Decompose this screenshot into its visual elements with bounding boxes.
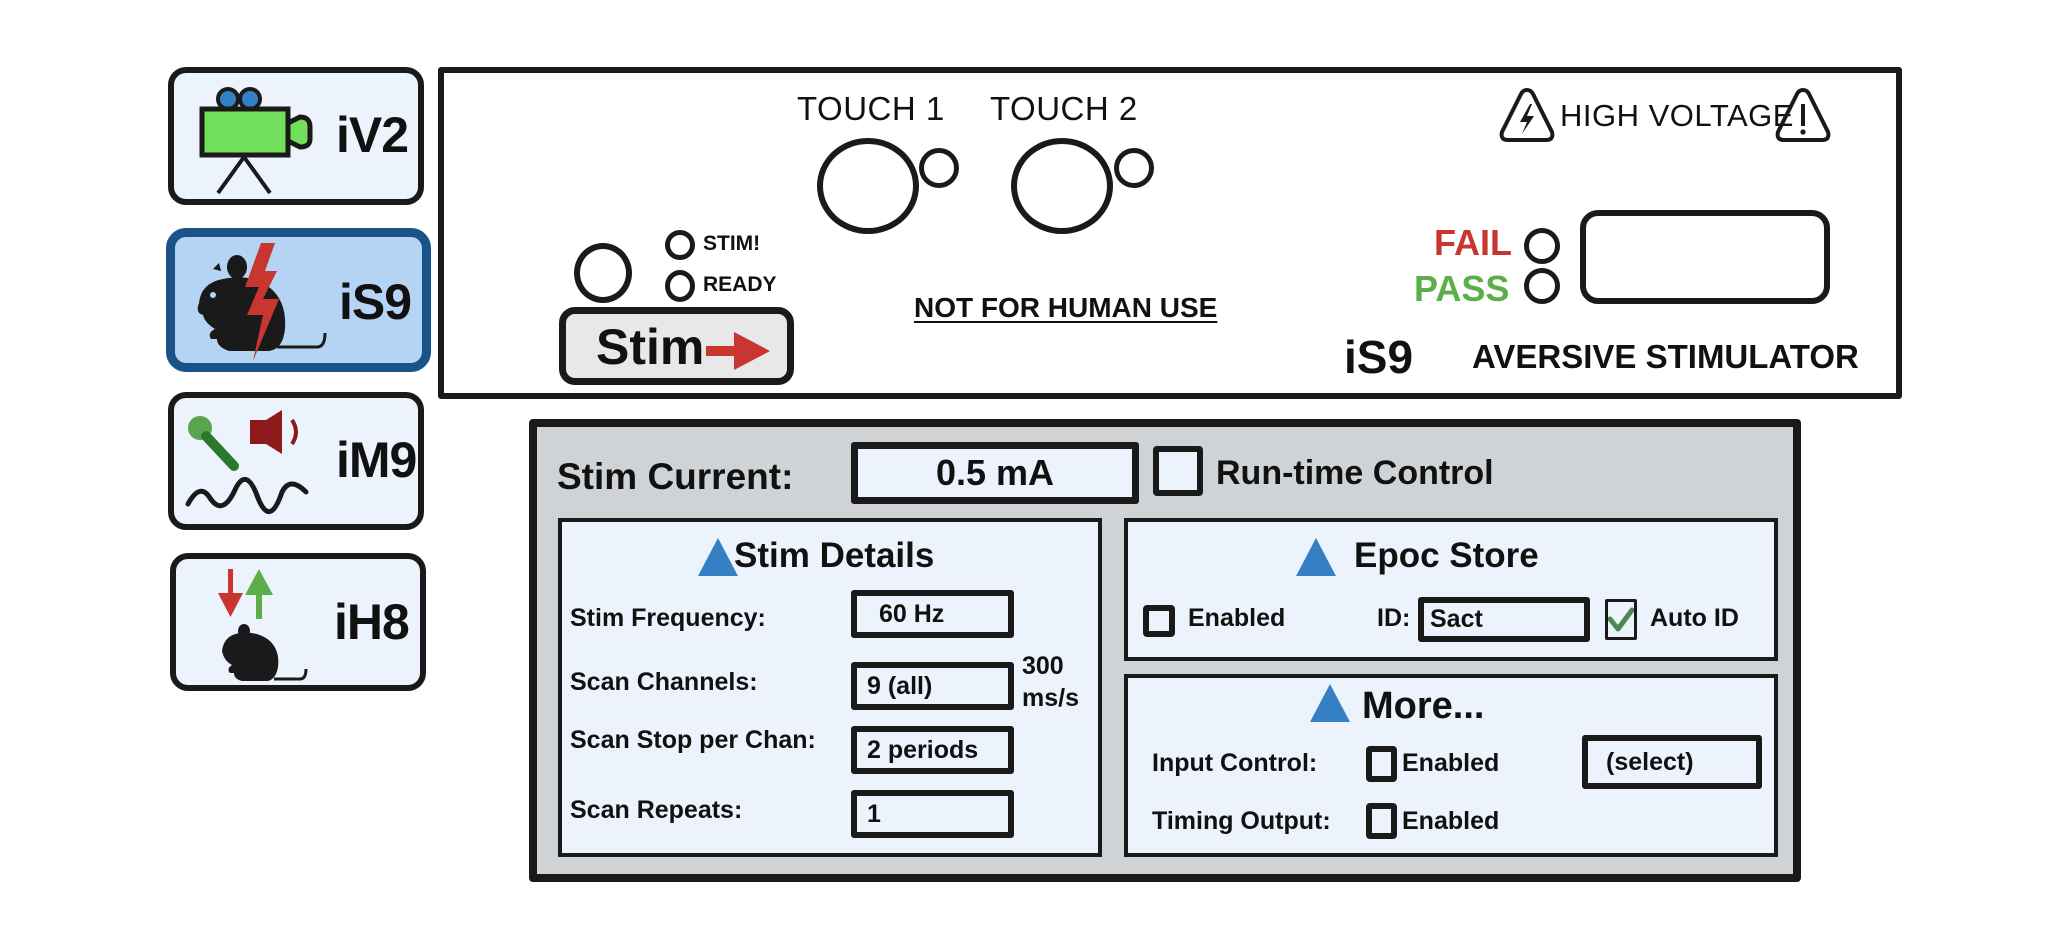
device-button-is9[interactable]: iS9 [166,228,431,372]
epoc-id-input[interactable]: Sact [1418,597,1590,642]
scan-repeats-label: Scan Repeats: [570,796,743,824]
timing-output-checkbox[interactable] [1366,803,1397,839]
timing-output-label: Timing Output: [1152,807,1331,835]
auto-id-checkbox[interactable] [1605,599,1637,640]
stim-button-label: Stim [596,319,705,375]
touch2-port [1011,138,1113,234]
scan-rate-unit: ms/s [1022,684,1079,712]
stim-led-label: STIM! [703,232,761,255]
ready-led-label: READY [703,273,777,296]
stim-details-title: Stim Details [734,536,935,575]
input-control-select[interactable]: (select) [1582,735,1762,789]
input-control-label: Input Control: [1152,749,1318,777]
collapse-triangle-icon[interactable] [1296,538,1336,576]
epoc-enabled-label: Enabled [1188,604,1286,632]
device-label: iS9 [339,274,412,330]
touch2-led [1114,148,1154,188]
high-voltage-label: HIGH VOLTAGE [1560,98,1794,133]
fail-label: FAIL [1434,222,1512,263]
scan-channels-input[interactable]: 9 (all) [851,662,1014,710]
touch1-led [919,148,959,188]
scan-channels-label: Scan Channels: [570,668,758,696]
runtime-control-checkbox[interactable] [1153,446,1203,496]
collapse-triangle-icon[interactable] [1310,684,1350,722]
stim-led [665,230,695,260]
touch1-label: TOUCH 1 [797,90,945,127]
epoc-store-title: Epoc Store [1354,536,1539,575]
device-button-im9[interactable]: iM9 [168,392,424,530]
epoc-id-label: ID: [1377,604,1411,632]
stim-current-value: 0.5 mA [935,452,1055,493]
model-label: iS9 [1344,331,1414,383]
scan-repeats-value: 1 [867,799,881,828]
pass-led [1524,268,1560,304]
ready-led [665,270,695,302]
device-label: iV2 [336,107,409,163]
stim-current-input[interactable]: 0.5 mA [851,442,1139,504]
scan-channels-value: 9 (all) [867,671,933,700]
pass-label: PASS [1414,268,1510,309]
device-label: iM9 [336,432,417,488]
video-camera-icon [199,87,313,195]
scan-stop-value: 2 periods [867,735,979,764]
stim-output-port [574,243,632,303]
stim-button[interactable]: Stim [559,307,794,385]
scan-stop-input[interactable]: 2 periods [851,726,1014,774]
collapse-triangle-icon[interactable] [698,538,738,576]
epoc-id-value: Sact [1430,605,1483,633]
mouse-arrows-icon [218,569,308,681]
checkmark-icon [1607,607,1635,632]
display-window [1580,210,1830,304]
epoc-enabled-checkbox[interactable] [1143,605,1175,637]
scan-repeats-input[interactable]: 1 [851,790,1014,838]
input-control-enabled-label: Enabled [1402,749,1500,777]
auto-id-label: Auto ID [1650,604,1739,632]
stim-frequency-label: Stim Frequency: [570,604,766,632]
runtime-control-label: Run-time Control [1216,454,1494,492]
warning-icon [1775,87,1831,142]
fail-led [1524,228,1560,264]
input-control-checkbox[interactable] [1366,746,1397,782]
stim-current-label: Stim Current: [557,456,794,497]
arrow-right-icon [706,332,770,370]
device-name-label: AVERSIVE STIMULATOR [1472,338,1859,375]
scan-stop-label: Scan Stop per Chan: [570,726,816,754]
more-title: More... [1362,685,1485,727]
touch1-port [817,138,919,234]
device-button-iv2[interactable]: iV2 [168,67,424,205]
microphone-speaker-icon [185,410,309,514]
high-voltage-icon [1499,87,1555,142]
stim-frequency-value: 60 Hz [879,599,945,628]
mouse-shock-icon [197,243,327,361]
stim-frequency-input[interactable]: 60 Hz [851,590,1014,638]
scan-rate-value: 300 [1022,652,1064,680]
device-button-ih8[interactable]: iH8 [170,553,426,691]
touch2-label: TOUCH 2 [990,90,1138,127]
device-label: iH8 [334,594,410,650]
input-control-select-value: (select) [1606,747,1694,776]
not-for-human-use-label: NOT FOR HUMAN USE [914,292,1218,323]
timing-output-enabled-label: Enabled [1402,807,1500,835]
